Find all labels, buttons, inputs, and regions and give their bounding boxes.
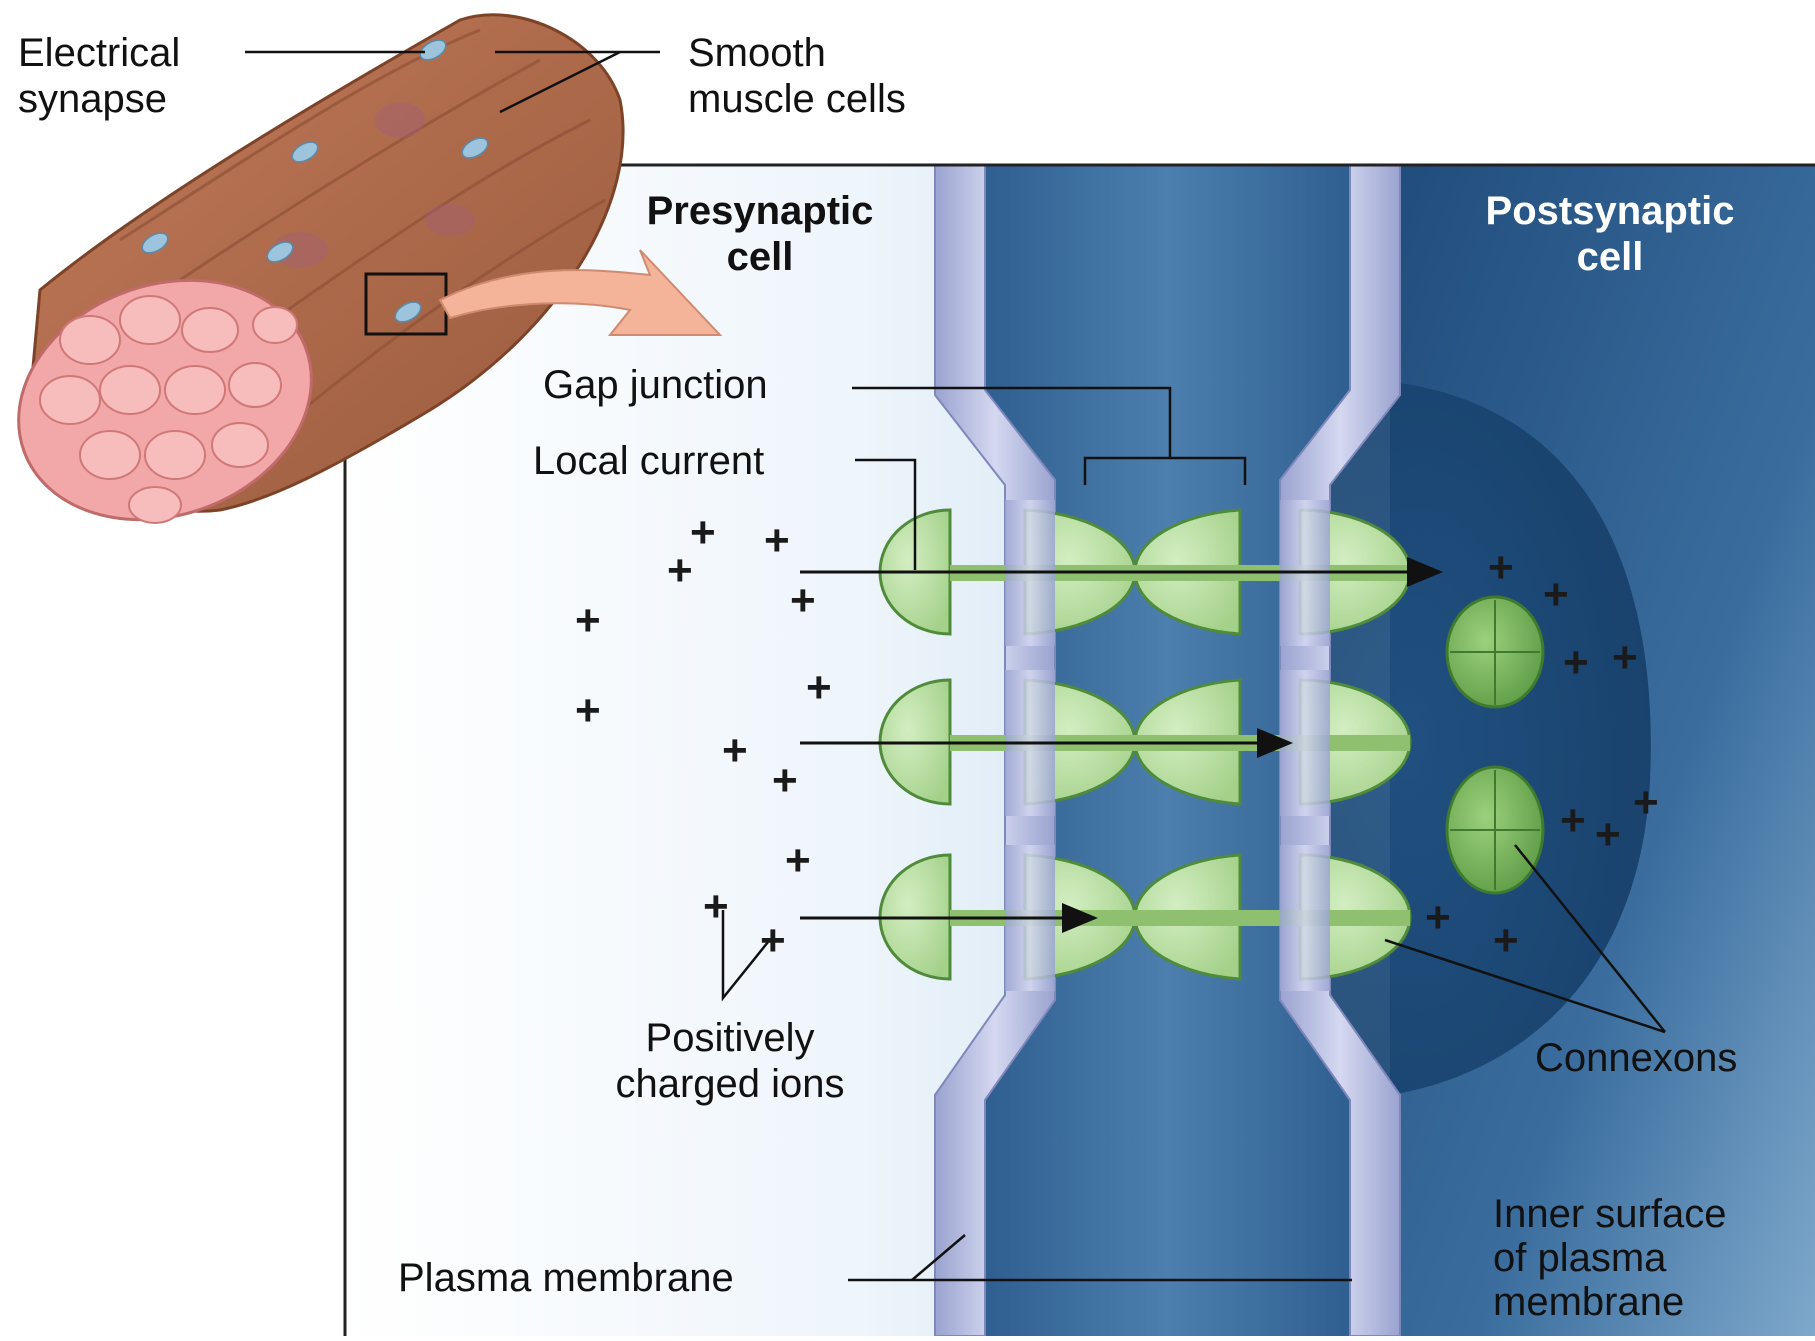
ion-plus: + — [1612, 635, 1638, 681]
ion-plus: + — [1425, 895, 1451, 941]
ion-plus: + — [1493, 918, 1519, 964]
ion-plus: + — [1595, 812, 1621, 858]
electrical-synapse-label: Electrical synapse — [18, 30, 180, 122]
inner-surface-label: Inner surface of plasma membrane — [1493, 1192, 1726, 1324]
ion-plus: + — [764, 518, 790, 564]
ion-plus: + — [1560, 798, 1586, 844]
ion-plus: + — [690, 510, 716, 556]
connexons-label: Connexons — [1535, 1035, 1737, 1081]
ion-plus: + — [785, 838, 811, 884]
ion-plus: + — [703, 884, 729, 930]
ion-plus: + — [722, 728, 748, 774]
ion-plus: + — [1563, 640, 1589, 686]
positively-charged-ions-label: Positively charged ions — [570, 1015, 890, 1107]
ion-plus: + — [667, 548, 693, 594]
plasma-membrane-label: Plasma membrane — [398, 1255, 734, 1301]
local-current-label: Local current — [533, 438, 764, 484]
ion-plus: + — [1633, 780, 1659, 826]
postsynaptic-label: Postsynaptic cell — [1440, 188, 1780, 280]
smooth-muscle-label: Smooth muscle cells — [688, 30, 906, 122]
ion-plus: + — [575, 598, 601, 644]
ion-plus: + — [1488, 545, 1514, 591]
ion-plus: + — [760, 918, 786, 964]
ion-plus: + — [790, 578, 816, 624]
ion-plus: + — [1543, 572, 1569, 618]
ion-plus: + — [575, 688, 601, 734]
ion-plus: + — [772, 758, 798, 804]
presynaptic-label: Presynaptic cell — [600, 188, 920, 280]
gap-junction-label: Gap junction — [543, 362, 768, 408]
ion-plus: + — [806, 665, 832, 711]
